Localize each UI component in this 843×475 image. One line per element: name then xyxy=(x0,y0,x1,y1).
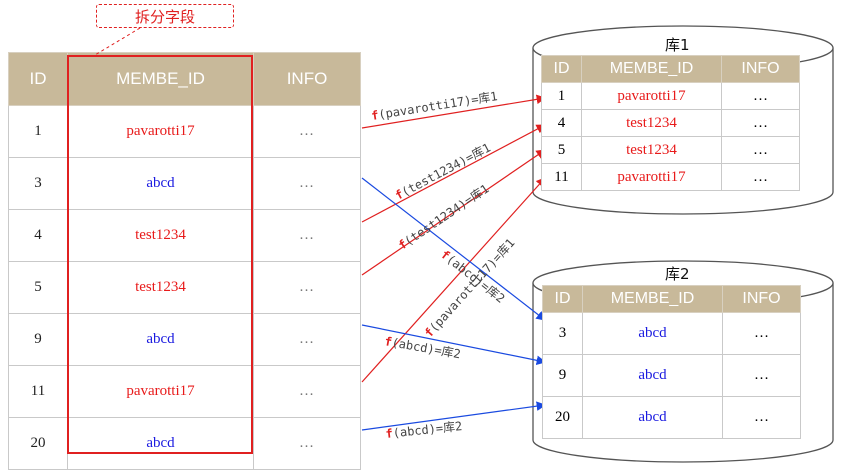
database-2-cell-member-id: abcd xyxy=(582,354,723,397)
db2-header-member-id: MEMBE_ID xyxy=(582,285,723,313)
arrow-row20-db2 xyxy=(361,401,547,431)
db1-header-id: ID xyxy=(541,55,582,83)
database-1-cell-info: … xyxy=(721,109,800,137)
arrow-row1-db1 xyxy=(361,94,547,129)
database-1-cell-member-id: test1234 xyxy=(581,109,722,137)
database-1-cell-id: 11 xyxy=(541,163,582,191)
header-id: ID xyxy=(8,52,68,106)
db1-header-member-id: MEMBE_ID xyxy=(581,55,722,83)
source-table-cell-info: … xyxy=(253,209,361,262)
database-2-cell-member-id: abcd xyxy=(582,312,723,355)
database-2-header: ID MEMBE_ID INFO xyxy=(542,285,801,313)
database-1-cell-info: … xyxy=(721,82,800,110)
database-1-cell-id: 5 xyxy=(541,136,582,164)
database-2-cell-info: … xyxy=(722,354,801,397)
db1-header-info: INFO xyxy=(721,55,800,83)
arrow-row9-db2 xyxy=(361,324,547,366)
source-table-cell-member-id: test1234 xyxy=(67,209,254,262)
database-1-cell-member-id: pavarotti17 xyxy=(581,82,722,110)
database-2-cell-id: 20 xyxy=(542,396,583,439)
database-2-cell-info: … xyxy=(722,396,801,439)
database-2-cell-id: 3 xyxy=(542,312,583,355)
split-label-connector xyxy=(94,27,141,56)
database-1-cell-info: … xyxy=(721,163,800,191)
database-2-cell-info: … xyxy=(722,312,801,355)
split-field-label: 拆分字段 xyxy=(96,4,234,28)
arrow-row4-db1 xyxy=(361,124,547,223)
source-table-cell-info: … xyxy=(253,417,361,470)
db2-header-info: INFO xyxy=(722,285,801,313)
source-table-cell-info: … xyxy=(253,261,361,314)
source-table-header: ID MEMBE_ID INFO xyxy=(8,52,361,106)
database-2-title: 库2 xyxy=(665,265,690,283)
arrow-label-7: f(abcd)=库2 xyxy=(385,418,463,441)
database-1-cell-id: 4 xyxy=(541,109,582,137)
source-table-cell-info: … xyxy=(253,105,361,158)
database-2-cell-member-id: abcd xyxy=(582,396,723,439)
database-2-cell-id: 9 xyxy=(542,354,583,397)
database-1-header: ID MEMBE_ID INFO xyxy=(541,55,800,83)
database-1-cell-id: 1 xyxy=(541,82,582,110)
database-1-cell-info: … xyxy=(721,136,800,164)
database-1-cell-member-id: test1234 xyxy=(581,136,722,164)
source-table-cell-info: … xyxy=(253,313,361,366)
source-table-cell-member-id: test1234 xyxy=(67,261,254,314)
db2-header-id: ID xyxy=(542,285,583,313)
arrow-label-1: f(pavarotti17)=库1 xyxy=(370,88,498,123)
source-table-cell-member-id: abcd xyxy=(67,157,254,210)
header-member-id: MEMBE_ID xyxy=(67,52,254,106)
arrow-row3-db2 xyxy=(361,177,546,321)
header-info: INFO xyxy=(253,52,361,106)
database-1-cell-member-id: pavarotti17 xyxy=(581,163,722,191)
arrow-row5-db1 xyxy=(361,149,546,276)
source-table-cell-member-id: abcd xyxy=(67,313,254,366)
source-table-cell-id: 4 xyxy=(8,209,68,262)
arrow-row11-db1 xyxy=(361,177,546,383)
database-1-title: 库1 xyxy=(665,36,690,54)
